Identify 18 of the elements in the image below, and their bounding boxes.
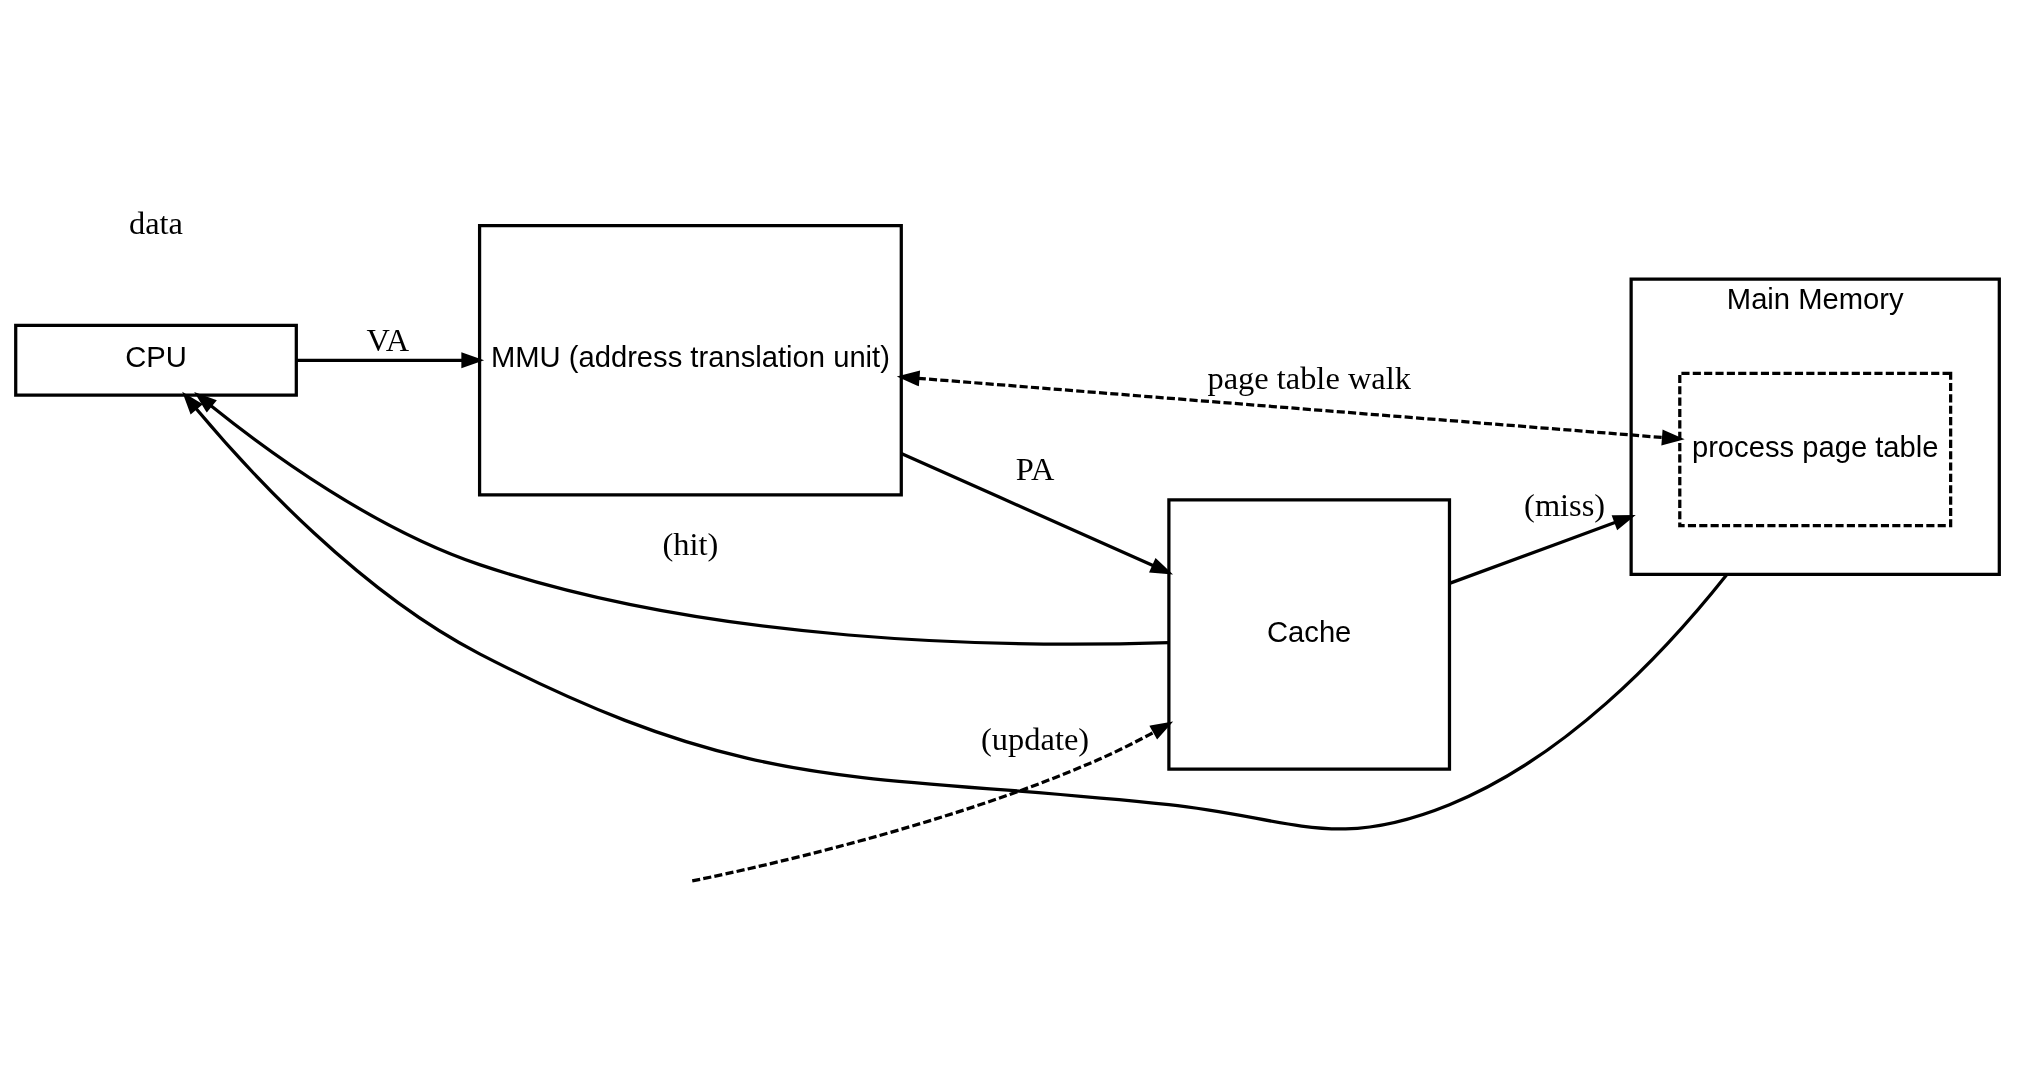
- node-box: process page table: [1678, 371, 1953, 528]
- label: data: [129, 204, 184, 241]
- arrow: [896, 370, 1685, 446]
- edge-label: PA: [1015, 451, 1055, 488]
- arrow: [182, 391, 1729, 831]
- arrow: [1448, 514, 1636, 585]
- arrow: [194, 392, 1169, 646]
- edge-label: (miss): [1524, 487, 1606, 523]
- node-box: CPU: [14, 323, 298, 397]
- node-box: MMU (address translation unit): [477, 224, 903, 497]
- edge-label: (hit): [662, 525, 719, 562]
- arrow: [296, 352, 485, 369]
- arrow: [900, 452, 1174, 575]
- arrow: [691, 721, 1174, 883]
- edge-label: page table walk: [1207, 360, 1411, 397]
- edge-label: (update): [981, 720, 1090, 757]
- edge-label: VA: [366, 321, 410, 358]
- node-box: Cache: [1167, 498, 1452, 771]
